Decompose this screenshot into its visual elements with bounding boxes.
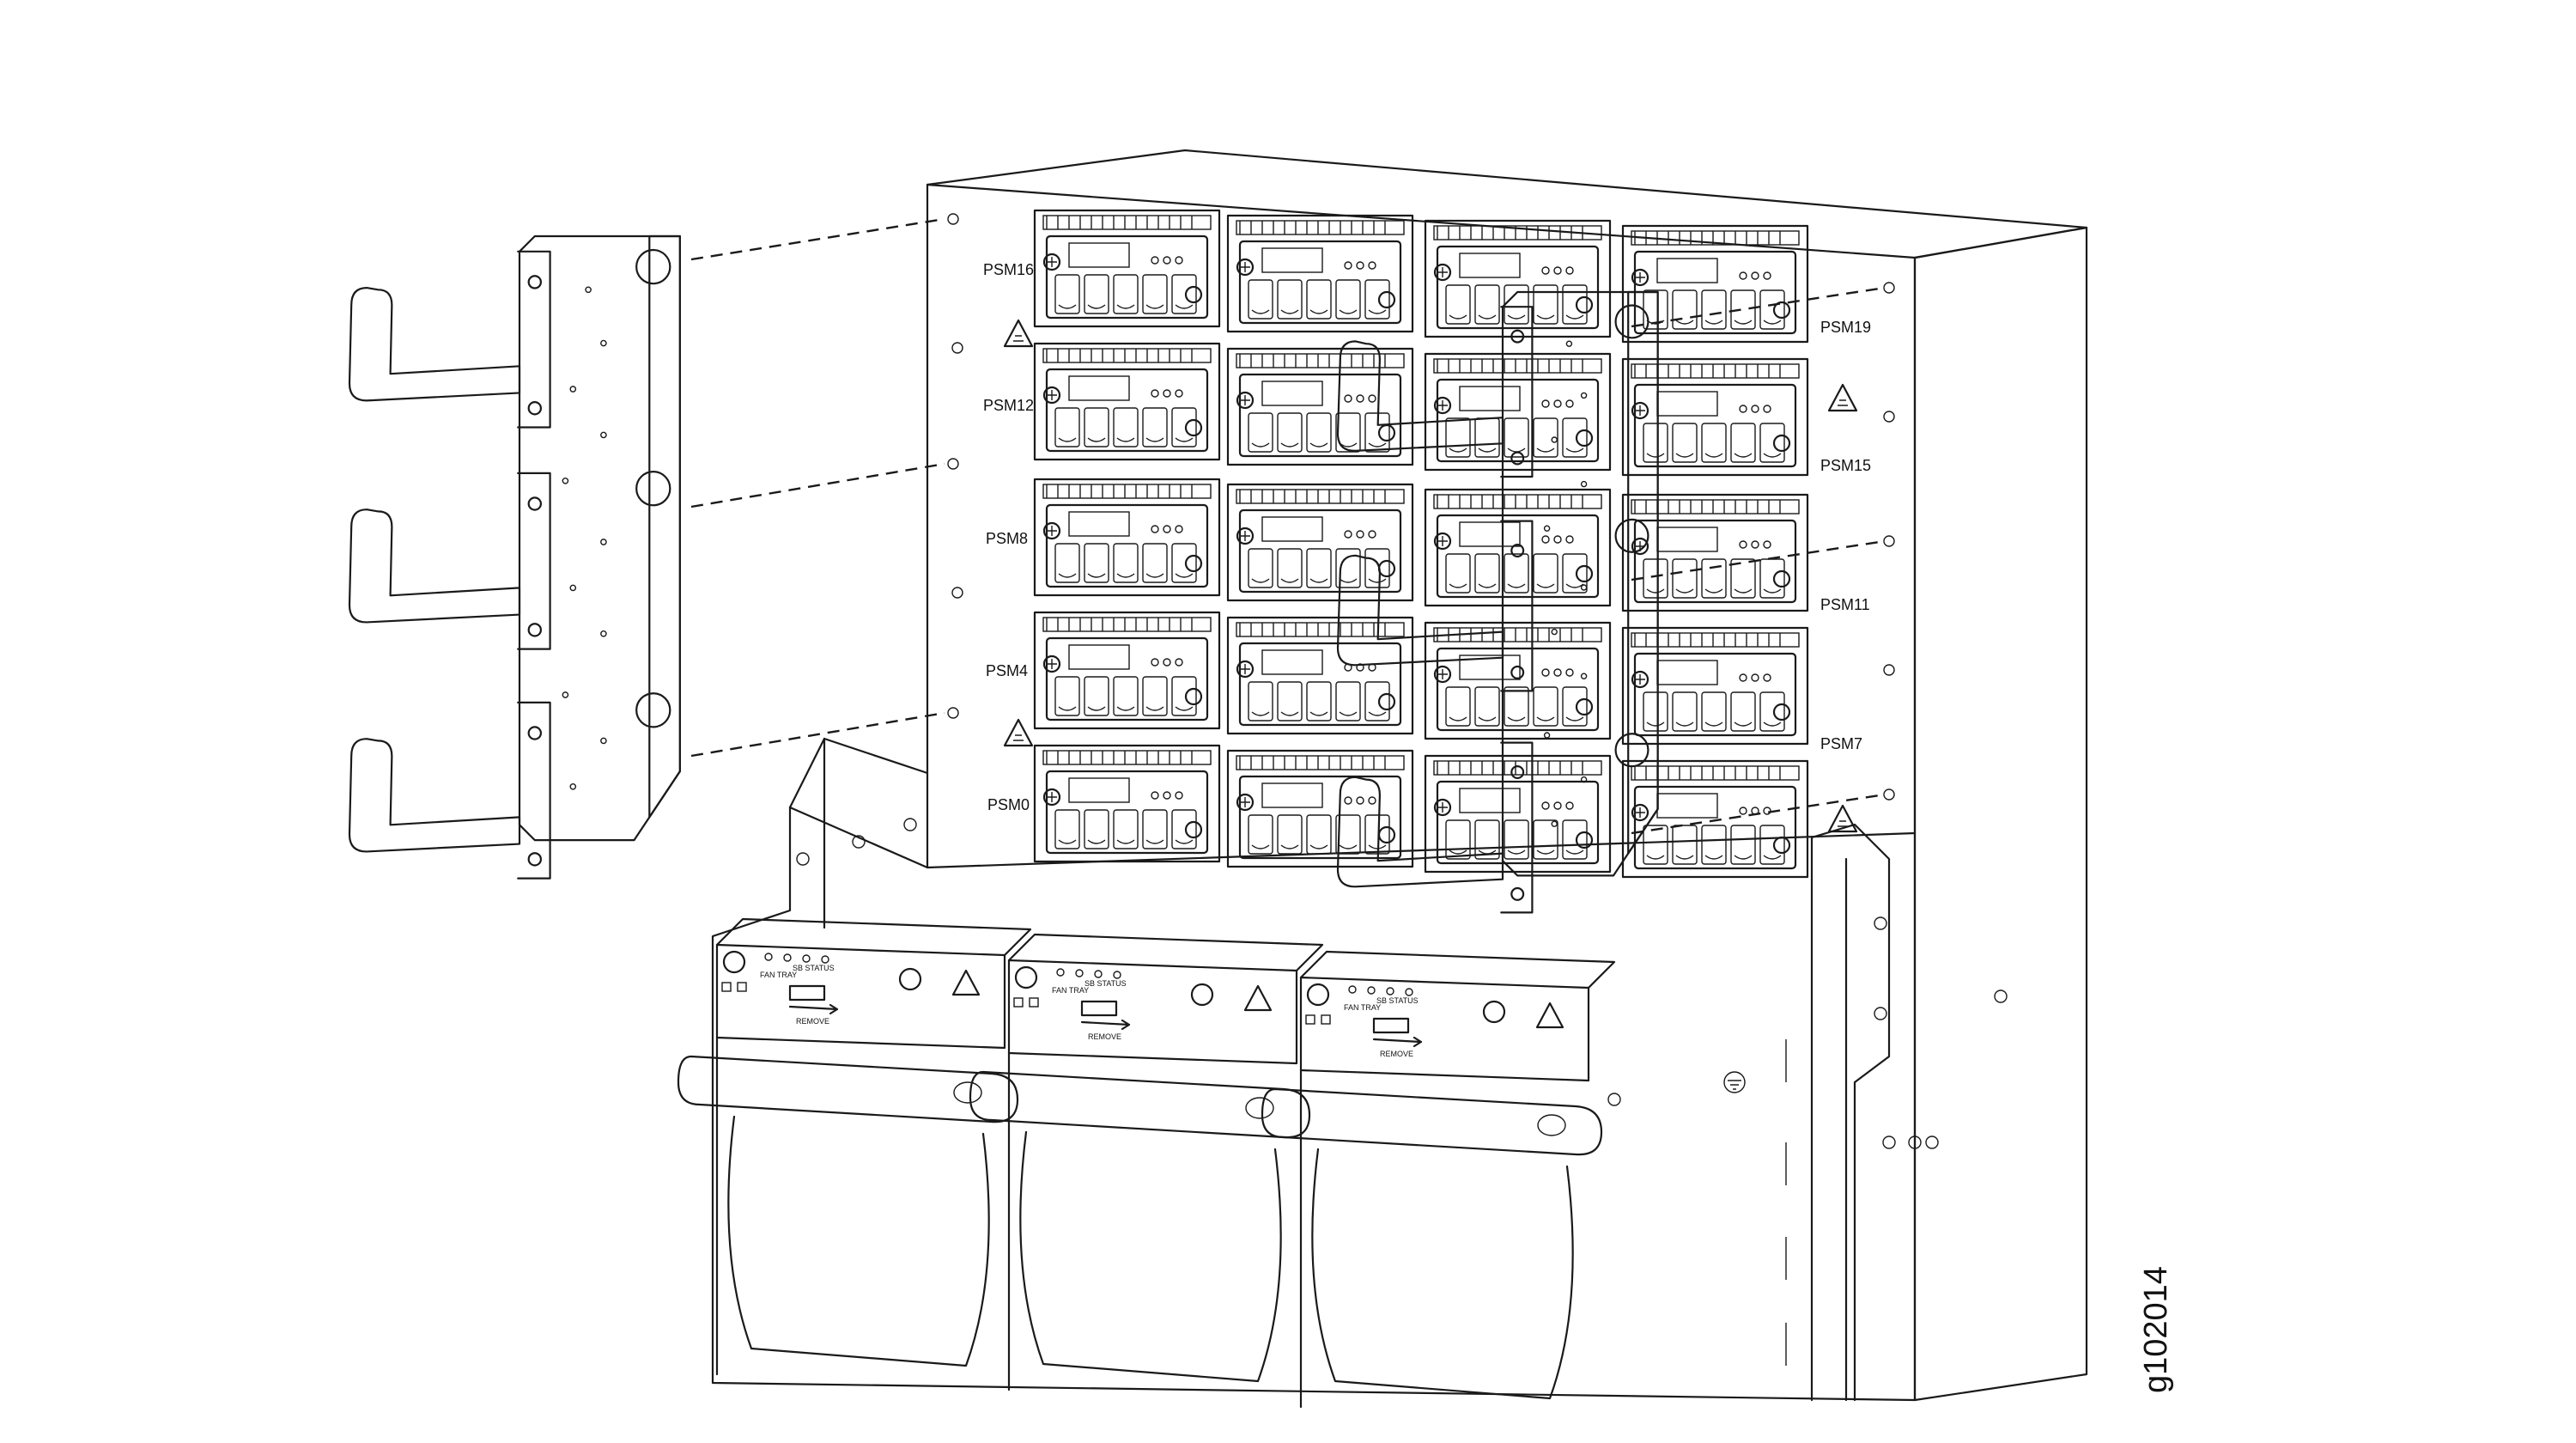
fan-tray-handle xyxy=(677,1055,1019,1123)
psm-label: PSM4 xyxy=(986,662,1028,679)
cable-hook xyxy=(1336,520,1534,692)
cable-hook xyxy=(348,472,551,650)
psm-label: PSM12 xyxy=(983,397,1034,414)
psm-slot xyxy=(1226,616,1414,735)
cable-hook xyxy=(1336,306,1534,478)
chassis-screws xyxy=(796,818,2008,1149)
fan-tray-label: FAN TRAY xyxy=(760,971,797,979)
psm-slot xyxy=(1033,478,1221,597)
psm-slot xyxy=(1033,209,1221,328)
warning-triangle-icon xyxy=(1243,984,1273,1012)
fan-tray-handle xyxy=(1261,1087,1603,1156)
sb-status-label: SB STATUS xyxy=(1376,996,1419,1005)
psm-slot xyxy=(1226,749,1414,868)
psm-slot xyxy=(1621,357,1809,477)
chassis xyxy=(711,149,2088,1402)
remove-label: REMOVE xyxy=(1380,1050,1413,1058)
psm-label: PSM0 xyxy=(987,796,1030,813)
cable-manager-detached xyxy=(348,234,681,880)
cable-manager-installed xyxy=(1336,290,1659,914)
alignment-lines xyxy=(690,217,1886,835)
psm-label: PSM11 xyxy=(1820,596,1870,613)
psm-slot xyxy=(1033,342,1221,461)
psm-slot xyxy=(1226,483,1414,602)
psm-slot xyxy=(1621,224,1809,344)
fan-tray-handle xyxy=(969,1070,1311,1139)
psm-label: PSM15 xyxy=(1820,457,1871,474)
remove-label: REMOVE xyxy=(1088,1032,1121,1041)
ground-symbol xyxy=(1723,1071,1746,1093)
figure-id: g102014 xyxy=(2138,1266,2174,1393)
cable-hook xyxy=(1336,741,1534,914)
psm-label: PSM8 xyxy=(986,530,1028,547)
warning-triangle-icon xyxy=(1535,1002,1564,1029)
warning-icons xyxy=(1003,319,1858,833)
psm-label: PSM16 xyxy=(983,261,1034,278)
psm-label: PSM19 xyxy=(1820,319,1871,336)
psm-slot xyxy=(1033,611,1221,730)
fan-tray-label: FAN TRAY xyxy=(1344,1003,1381,1012)
warning-triangle-icon xyxy=(1827,804,1858,833)
sb-status-label: SB STATUS xyxy=(793,964,835,972)
psm-slot xyxy=(1226,347,1414,466)
psm-slot xyxy=(1424,488,1612,607)
panel-holes xyxy=(947,213,1895,801)
psm-slot xyxy=(1621,493,1809,612)
remove-label: REMOVE xyxy=(796,1017,829,1026)
psm-slot xyxy=(1621,626,1809,746)
psm-labels-right: PSM19 PSM15 PSM11 PSM7 xyxy=(1820,319,1871,752)
psm-slot xyxy=(1033,744,1221,863)
psm-slot xyxy=(1424,621,1612,740)
psm-slot xyxy=(1424,754,1612,874)
warning-triangle-icon xyxy=(951,969,981,996)
sb-status-label: SB STATUS xyxy=(1084,979,1127,988)
psm-slot-grid xyxy=(1033,209,1809,879)
warning-triangle-icon xyxy=(1003,718,1034,747)
cable-hook xyxy=(348,701,551,880)
psm-slot xyxy=(1226,214,1414,333)
psm-label: PSM7 xyxy=(1820,735,1862,752)
psm-slot xyxy=(1424,352,1612,472)
psm-labels-left: PSM16 PSM12 PSM8 PSM4 PSM0 xyxy=(983,261,1034,813)
psm-slot xyxy=(1621,759,1809,879)
cable-hook xyxy=(348,250,551,429)
warning-triangle-icon xyxy=(1827,383,1858,412)
warning-triangle-icon xyxy=(1003,319,1034,348)
psm-slot xyxy=(1424,219,1612,338)
fan-tray-label: FAN TRAY xyxy=(1052,986,1089,995)
